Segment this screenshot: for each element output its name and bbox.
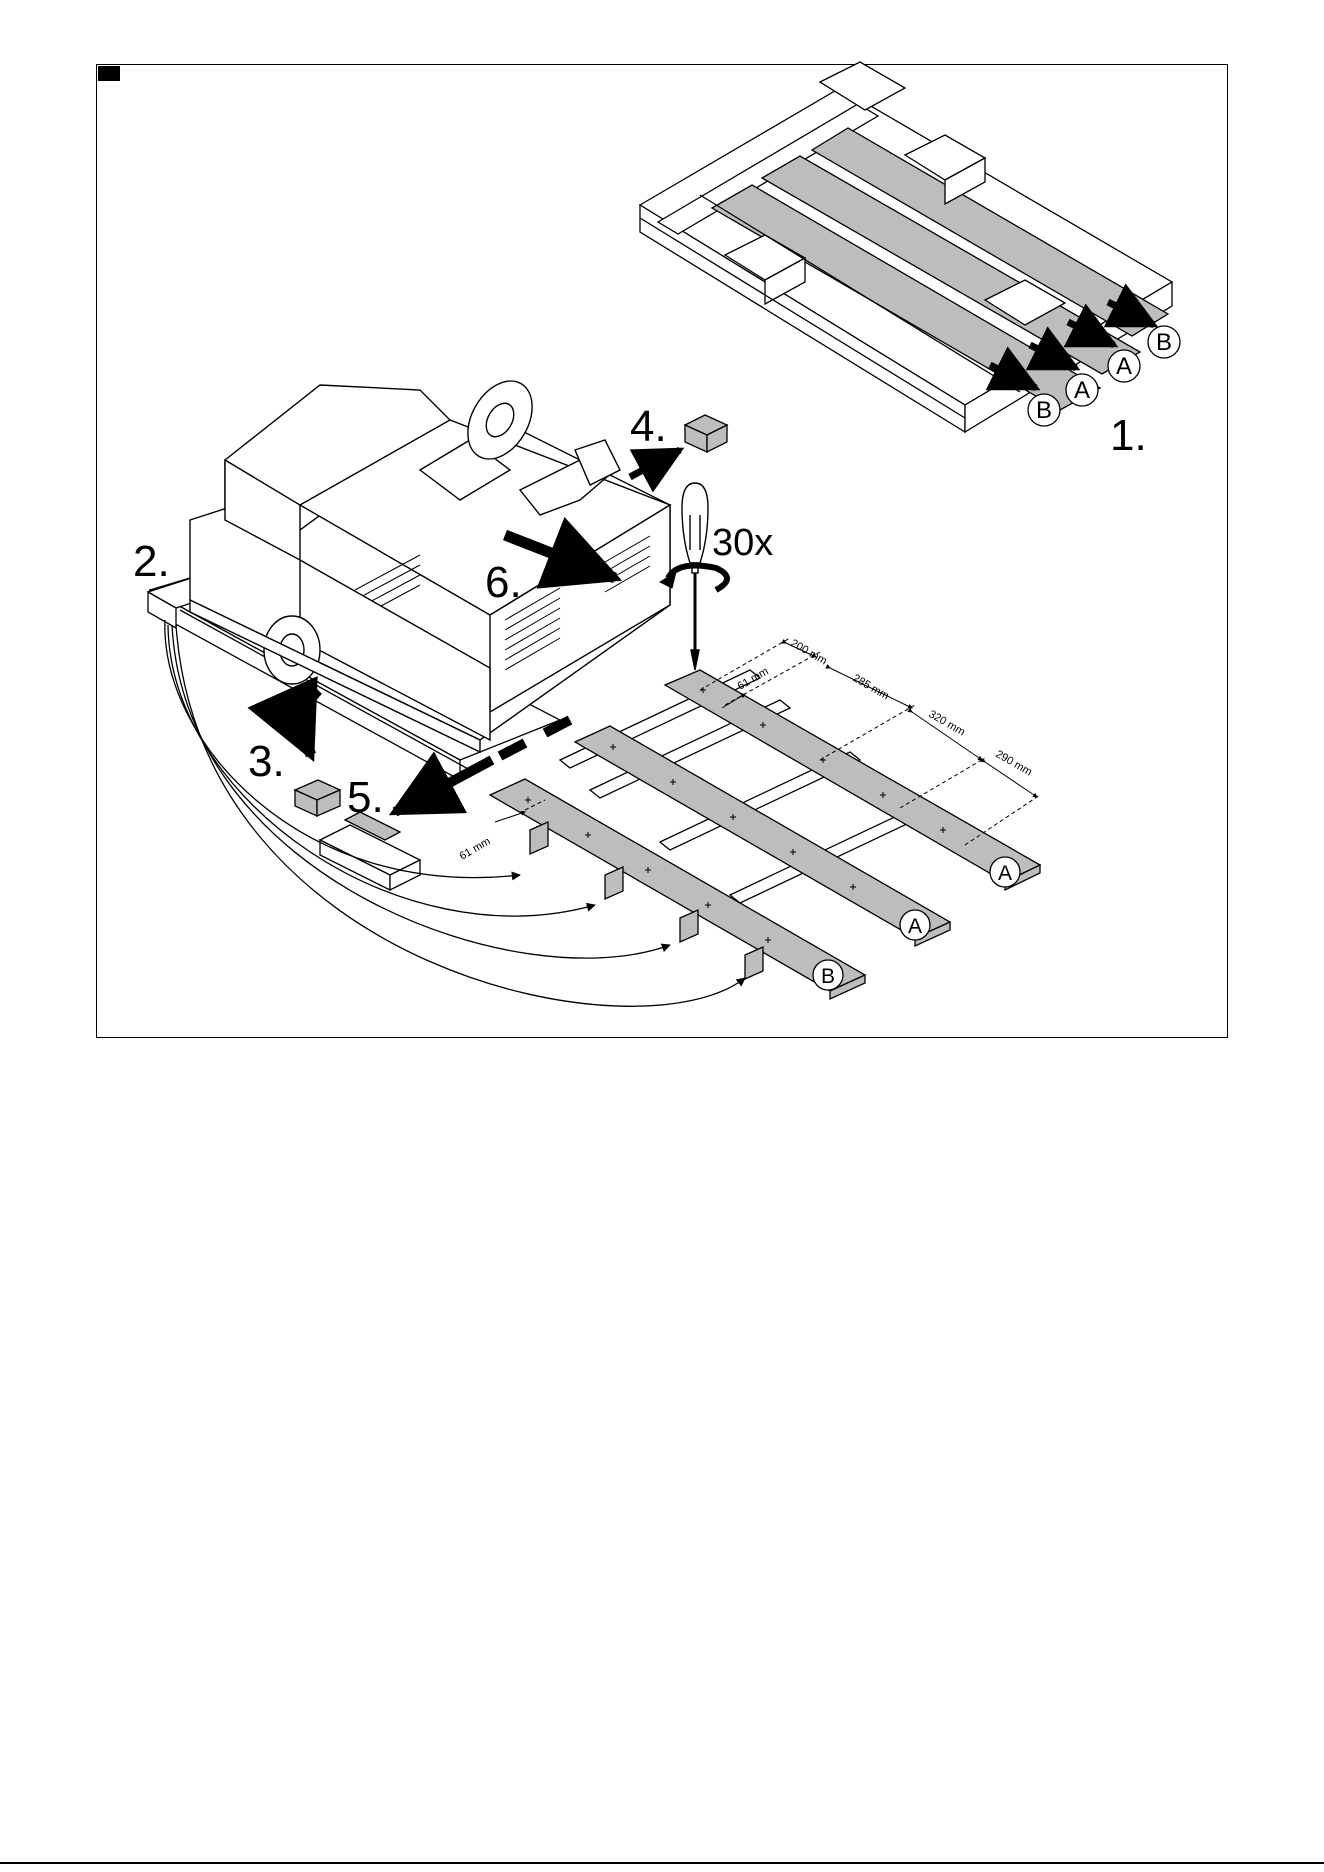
pallet-drawing — [640, 62, 1172, 432]
ramp-boards — [490, 670, 1040, 999]
board-label-a-right: A — [998, 862, 1012, 885]
step-4-label: 4. — [630, 402, 667, 451]
dim-61-top: 61 mm — [736, 665, 771, 692]
screw-count-label: 30x — [712, 522, 773, 564]
direction-arrow-step3 — [303, 690, 318, 755]
dim-290: 290 mm — [994, 748, 1034, 778]
step-1-label: 1. — [1110, 411, 1147, 460]
dim-61-left: 61 mm — [458, 835, 493, 862]
step-2-label: 2. — [133, 537, 170, 586]
pallet-label-a-2: A — [1116, 353, 1132, 380]
removed-block-step4 — [685, 415, 727, 452]
removed-block-step5 — [320, 812, 420, 890]
dim-320: 320 mm — [927, 708, 967, 738]
removed-block-step3 — [295, 780, 340, 816]
step-3-label: 3. — [248, 737, 285, 786]
pallet-label-b-2: B — [1156, 329, 1172, 356]
board-b-left — [490, 779, 865, 991]
pallet-label-b-1: B — [1036, 397, 1052, 424]
screwdriver-icon — [682, 483, 708, 670]
step-6-label: 6. — [485, 558, 522, 607]
step-5-label: 5. — [347, 773, 384, 822]
direction-arrow-step4 — [630, 450, 680, 477]
page-bottom-rule — [0, 1862, 1324, 1864]
sweeper-machine — [190, 370, 670, 752]
pallet-label-a-1: A — [1074, 377, 1090, 404]
board-label-b-left: B — [821, 965, 835, 988]
board-a-middle — [575, 726, 950, 938]
dim-285: 285 mm — [851, 672, 891, 702]
board-label-a-middle: A — [908, 915, 922, 938]
dim-200: 200 mm — [789, 637, 829, 667]
